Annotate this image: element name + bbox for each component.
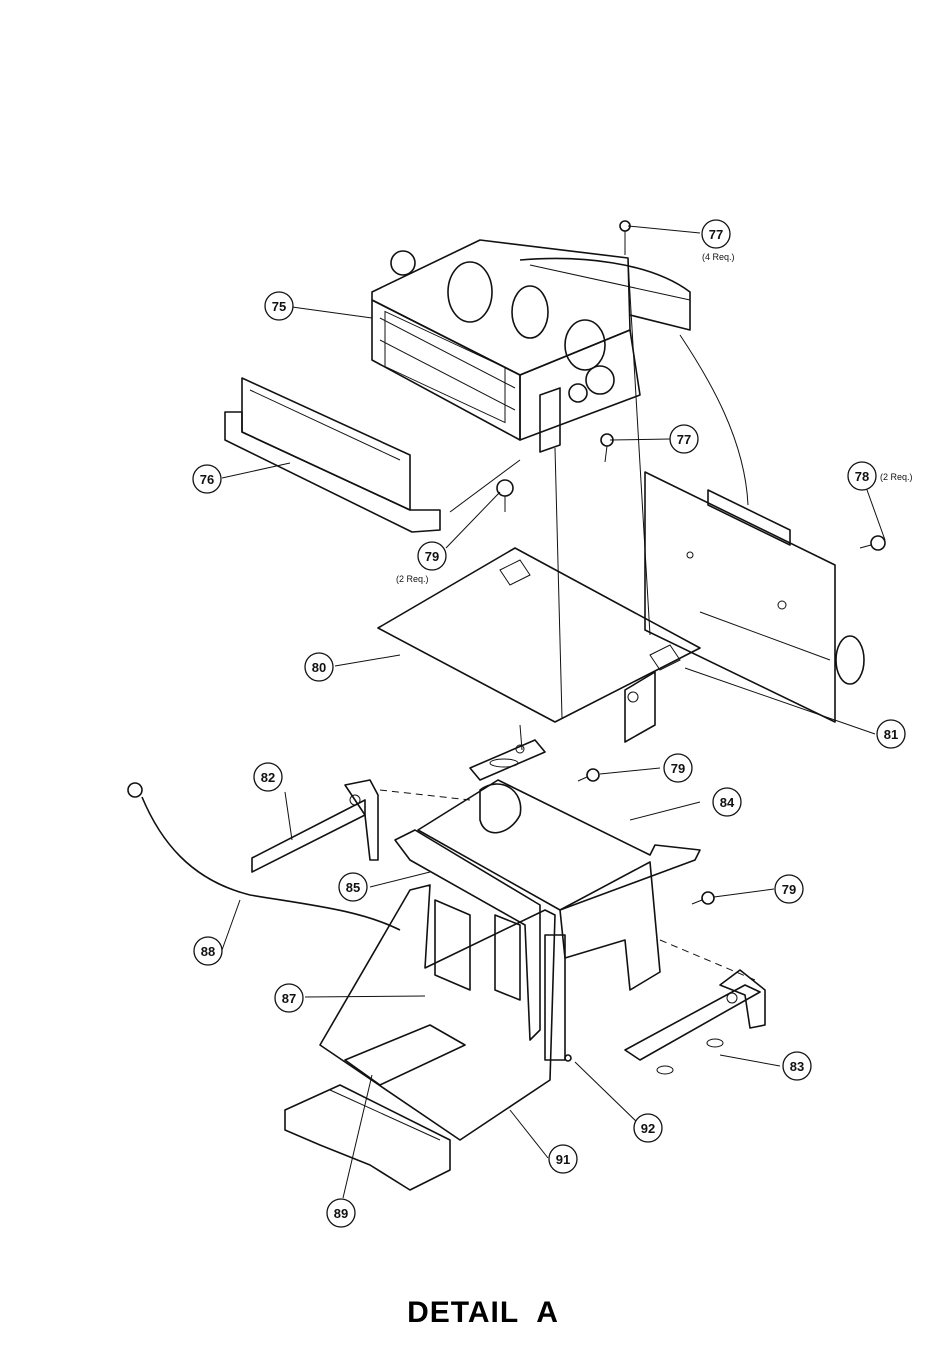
callout-88: 88 — [194, 937, 222, 965]
part-right-bracket — [625, 940, 765, 1074]
callout-80: 80 — [305, 653, 333, 681]
callout-label: 75 — [272, 299, 286, 314]
leader-lines — [222, 226, 885, 1198]
callout-79-upper: 79 (2 Req.) — [396, 542, 446, 584]
callout-label: 91 — [556, 1152, 570, 1167]
callout-label: 89 — [334, 1206, 348, 1221]
part-left-bracket — [252, 780, 470, 872]
part-screw-79-upper — [497, 480, 513, 512]
callout-label: 85 — [346, 880, 360, 895]
callout-label: 79 — [425, 549, 439, 564]
part-main-chassis — [285, 830, 565, 1190]
callout-81: 81 — [877, 720, 905, 748]
callout-label: 81 — [884, 727, 898, 742]
callout-label: 80 — [312, 660, 326, 675]
callout-89: 89 — [327, 1199, 355, 1227]
diagram-title: DETAIL A — [407, 1296, 559, 1329]
part-base-plate — [378, 548, 786, 742]
callout-84: 84 — [713, 788, 741, 816]
part-screw-92 — [565, 1055, 571, 1061]
callout-label: 79 — [782, 882, 796, 897]
callout-note-77: (4 Req.) — [702, 252, 735, 262]
callout-label: 87 — [282, 991, 296, 1006]
callout-label: 84 — [720, 795, 735, 810]
callout-91: 91 — [549, 1145, 577, 1173]
callout-83: 83 — [783, 1052, 811, 1080]
callout-label: 92 — [641, 1121, 655, 1136]
part-screw-78 — [860, 536, 885, 550]
callout-82: 82 — [254, 763, 282, 791]
callout-label: 82 — [261, 770, 275, 785]
callout-label: 83 — [790, 1059, 804, 1074]
callout-77-middle: 77 — [670, 425, 698, 453]
part-circuit-board — [645, 472, 864, 722]
callout-78: 78 (2 Req.) — [848, 462, 913, 490]
callout-79-middle: 79 — [664, 754, 692, 782]
callout-label: 88 — [201, 944, 215, 959]
callout-76: 76 — [193, 465, 221, 493]
callout-85: 85 — [339, 873, 367, 901]
callout-note-79: (2 Req.) — [396, 574, 429, 584]
callout-note-78: (2 Req.) — [880, 472, 913, 482]
callout-label: 76 — [200, 472, 214, 487]
assembly-guide-lines — [450, 260, 830, 750]
callout-77-top: 77 (4 Req.) — [702, 220, 735, 262]
part-front-cover — [225, 378, 440, 532]
callout-87: 87 — [275, 984, 303, 1012]
part-screw-77-middle — [601, 434, 613, 462]
callout-label: 79 — [671, 761, 685, 776]
part-printer-mechanism — [372, 240, 690, 452]
callout-79-lower: 79 — [775, 875, 803, 903]
part-screw-79-lower — [692, 892, 714, 904]
callout-75: 75 — [265, 292, 293, 320]
callout-label: 77 — [677, 432, 691, 447]
part-top-bracket — [418, 740, 700, 990]
callout-92: 92 — [634, 1114, 662, 1142]
callout-label: 77 — [709, 227, 723, 242]
part-screw-79-middle — [578, 769, 599, 781]
callout-label: 78 — [855, 469, 869, 484]
